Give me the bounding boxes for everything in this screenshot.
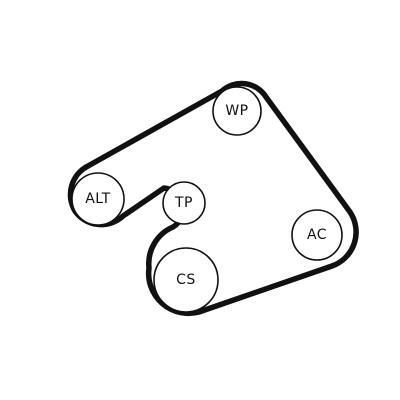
pulley-tp-circle [162, 181, 206, 225]
pulley-ac-circle [291, 209, 343, 261]
pulley-alt-circle [71, 172, 125, 226]
pulley-cs: CS [153, 247, 219, 313]
pulley-wp-circle [212, 86, 262, 136]
pulley-ac: AC [291, 209, 343, 261]
pulley-cs-label: CS [176, 272, 196, 288]
pulley-ac-label: AC [307, 227, 327, 243]
pulley-tp: TP [162, 181, 206, 225]
pulley-tp-label: TP [174, 195, 193, 211]
pulley-cs-circle [153, 247, 219, 313]
pulley-alt: ALT [71, 172, 125, 226]
pulley-wp: WP [212, 86, 262, 136]
pulley-wp-label: WP [225, 103, 248, 119]
pulley-alt-label: ALT [85, 191, 111, 207]
